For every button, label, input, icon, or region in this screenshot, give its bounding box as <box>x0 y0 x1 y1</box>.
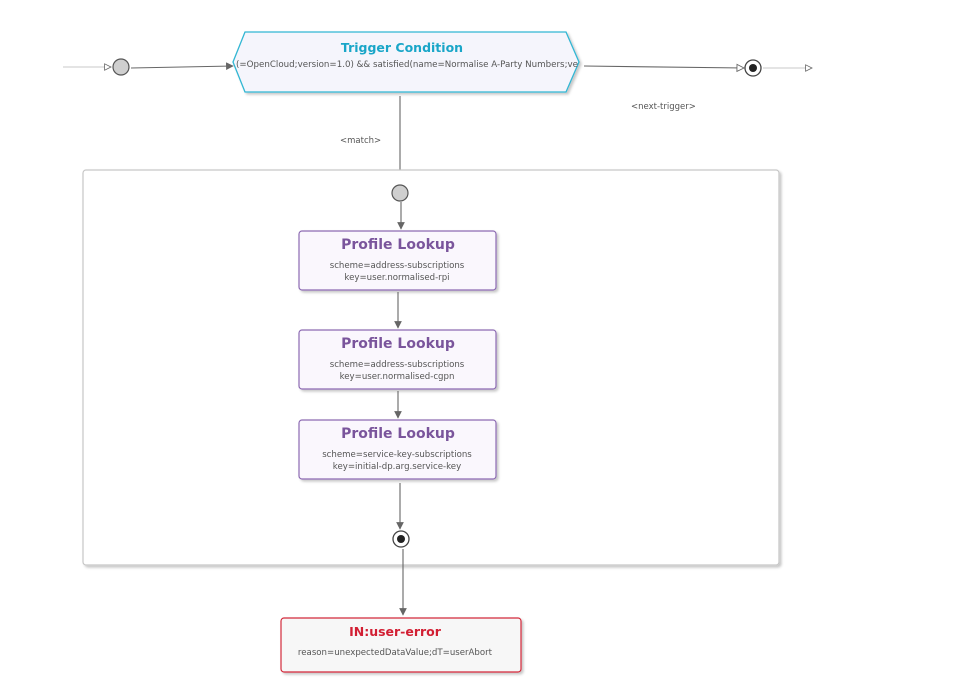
step-3-key: key=initial-dp.arg.service-key <box>333 462 461 472</box>
user-error-node[interactable]: IN:user-error reason=unexpectedDataValue… <box>280 617 522 673</box>
trigger-condition-title: Trigger Condition <box>341 40 463 55</box>
next-trigger-edge <box>583 66 744 68</box>
start-to-trigger-edge <box>130 62 234 70</box>
next-trigger-label: <next-trigger> <box>631 102 696 112</box>
step-3-box <box>298 419 497 480</box>
step-2-box <box>298 329 497 390</box>
inner-end-node[interactable] <box>392 530 410 548</box>
user-error-box <box>280 617 522 673</box>
step-2-scheme: scheme=address-subscriptions <box>330 360 465 370</box>
trigger-condition-expression: (=OpenCloud;version=1.0) && satisfied(na… <box>236 60 578 70</box>
user-error-title: IN:user-error <box>349 624 442 639</box>
step-3-scheme: scheme=service-key-subscriptions <box>322 450 472 460</box>
trigger-condition-node[interactable]: Trigger Condition (=OpenCloud;version=1.… <box>232 31 580 93</box>
user-error-detail: reason=unexpectedDataValue;dT=userAbort <box>298 648 493 658</box>
profile-lookup-step-2[interactable]: Profile Lookup scheme=address-subscripti… <box>298 329 497 390</box>
step-3-title: Profile Lookup <box>341 426 455 442</box>
start-node[interactable] <box>112 58 130 76</box>
profile-lookup-step-1[interactable]: Profile Lookup scheme=address-subscripti… <box>298 230 497 291</box>
profile-lookup-step-3[interactable]: Profile Lookup scheme=service-key-subscr… <box>298 419 497 480</box>
step-1-box <box>298 230 497 291</box>
step-1-key: key=user.normalised-rpi <box>344 273 449 283</box>
match-label: <match> <box>340 136 381 146</box>
step-2-title: Profile Lookup <box>341 336 455 352</box>
step-2-key: key=user.normalised-cgpn <box>340 372 455 382</box>
step-1-title: Profile Lookup <box>341 237 455 253</box>
step-1-scheme: scheme=address-subscriptions <box>330 261 465 271</box>
trigger-condition-shape <box>232 31 580 93</box>
inner-start-node[interactable] <box>391 184 409 202</box>
end-node[interactable] <box>744 59 762 77</box>
